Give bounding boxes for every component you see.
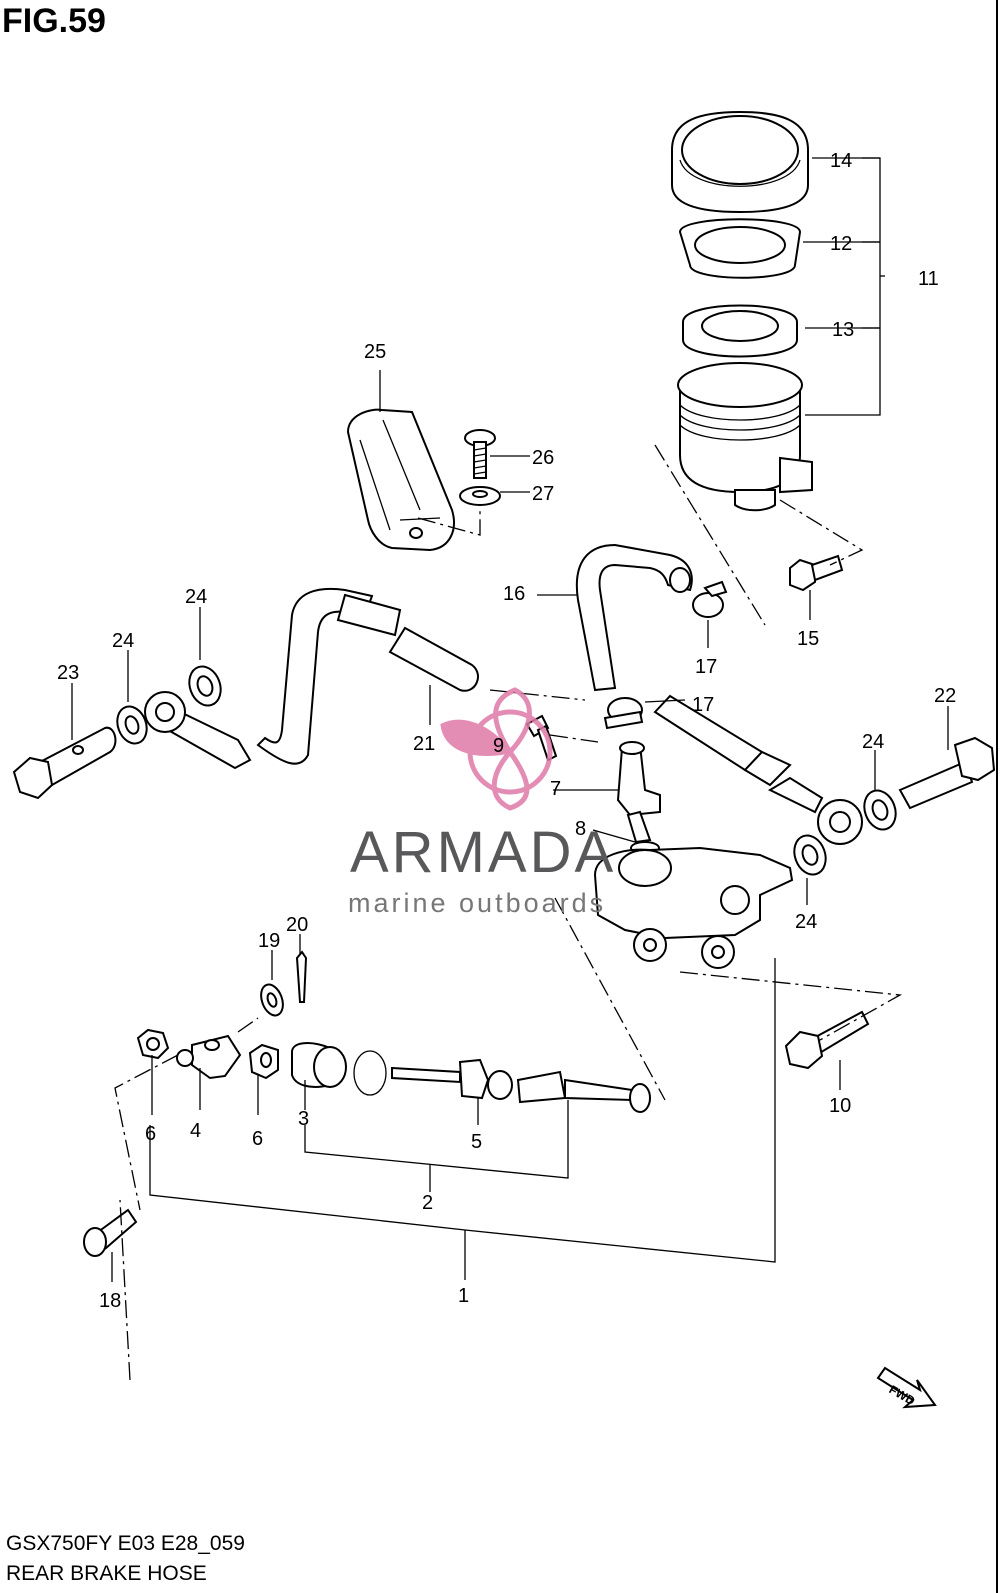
fwd-arrow [876, 1366, 937, 1409]
callout-17-b: 17 [692, 694, 714, 716]
sealing-washer-left-a [188, 665, 222, 707]
callout-11: 11 [918, 268, 939, 290]
master-cylinder-body [593, 846, 794, 969]
mounting-bracket [346, 408, 455, 552]
diaphragm [682, 304, 798, 358]
callout-8: 8 [575, 818, 586, 840]
reservoir-cap [671, 110, 809, 214]
watermark-logo [440, 687, 553, 811]
reservoir-hose [575, 543, 693, 692]
callout-22: 22 [934, 685, 956, 707]
watermark-tagline: marine outboards [348, 888, 606, 918]
callout-23: 23 [57, 662, 79, 684]
washer-19 [260, 983, 284, 1017]
union-bolt-left [12, 726, 117, 800]
diaphragm-plate [678, 218, 802, 279]
callout-7: 7 [550, 778, 561, 800]
mounting-bolt [784, 1010, 870, 1070]
push-rod [391, 1058, 513, 1100]
callout-13: 13 [832, 319, 854, 341]
callout-10: 10 [829, 1095, 851, 1117]
callout-17-a: 17 [695, 656, 717, 678]
sealing-washer-left-b [116, 705, 148, 745]
bracket-screw [464, 429, 496, 479]
hose-connector [616, 741, 661, 844]
leader-lines [71, 157, 949, 1282]
union-bolt-right [898, 736, 996, 810]
lock-nut-b [248, 1043, 279, 1080]
callout-4: 4 [190, 1120, 201, 1142]
sealing-washer-right-b [793, 834, 827, 876]
callout-24-a: 24 [185, 586, 207, 608]
callout-25: 25 [364, 341, 386, 363]
push-rod-joint [176, 1034, 242, 1080]
clevis-pin [83, 1208, 138, 1257]
callout-6-b: 6 [252, 1128, 263, 1150]
callout-21: 21 [413, 733, 435, 755]
reservoir-bolt [789, 554, 844, 592]
circlip [353, 1050, 387, 1096]
callout-20: 20 [286, 914, 308, 936]
callout-18: 18 [99, 1290, 121, 1312]
dash-guide-lines [114, 444, 903, 1381]
bracket-washer [459, 486, 501, 506]
sealing-washer-right-a [863, 789, 897, 831]
reservoir-body [677, 362, 813, 512]
brake-hose-left [144, 587, 479, 770]
dust-boot [291, 1042, 347, 1088]
callout-5: 5 [471, 1131, 482, 1153]
watermark-brand: ARMADA [350, 820, 616, 885]
callout-14: 14 [830, 150, 852, 172]
callout-24-d: 24 [795, 911, 817, 933]
callout-27: 27 [532, 483, 554, 505]
hose-clamp-upper [692, 580, 728, 618]
section-name: REAR BRAKE HOSE [6, 1562, 207, 1585]
callout-3: 3 [298, 1108, 309, 1130]
callout-9: 9 [493, 735, 504, 757]
callout-1: 1 [458, 1285, 469, 1307]
callout-2: 2 [422, 1192, 433, 1214]
callout-labels: 1 2 3 4 5 6 6 7 8 9 10 11 12 13 14 15 16… [57, 150, 956, 1312]
cotter-pin [295, 950, 308, 1003]
brake-hose-right [653, 694, 863, 845]
hose-clamp-lower [603, 697, 644, 730]
piston-spring-set [516, 1070, 651, 1113]
callout-6-a: 6 [145, 1123, 156, 1145]
callout-19: 19 [258, 930, 280, 952]
callout-15: 15 [797, 628, 819, 650]
figure-title: FIG.59 [2, 2, 106, 40]
callout-24-c: 24 [862, 731, 884, 753]
callout-12: 12 [830, 233, 852, 255]
model-code: GSX750FY E03 E28_059 [6, 1532, 245, 1555]
callout-24-b: 24 [112, 630, 134, 652]
lock-nut-a [136, 1028, 170, 1060]
callout-16: 16 [503, 583, 525, 605]
callout-26: 26 [532, 447, 554, 469]
